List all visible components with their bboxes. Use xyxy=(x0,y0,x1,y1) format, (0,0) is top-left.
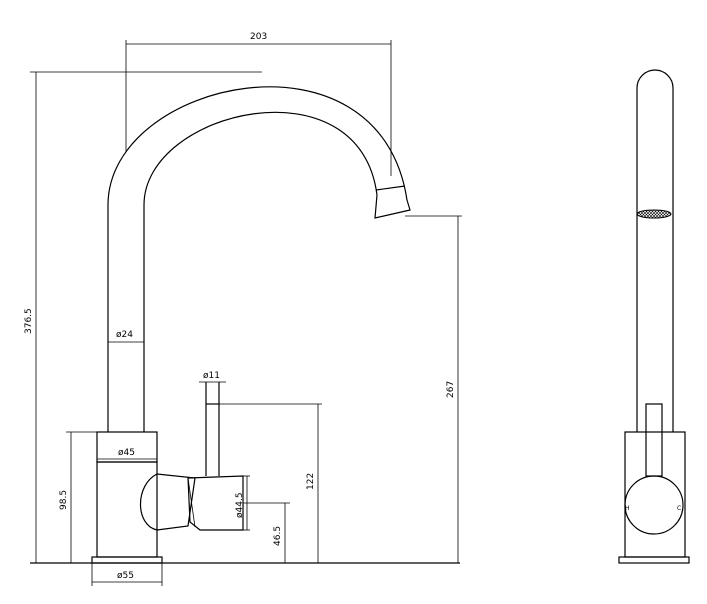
reach-dimension-label: 203 xyxy=(250,32,267,42)
handle-height-label: 46.5 xyxy=(273,526,283,546)
outlet-aerator-line xyxy=(375,185,406,191)
total-height-label: 376.5 xyxy=(24,308,34,334)
body-diameter-label: ø45 xyxy=(118,448,135,458)
aerator-mesh xyxy=(636,209,672,219)
side-spout-outline xyxy=(636,69,674,432)
side-body xyxy=(624,431,686,558)
spout-height-label: 267 xyxy=(446,381,456,398)
lever-diameter-label: ø11 xyxy=(203,371,220,381)
handle-cylinder xyxy=(187,475,244,531)
side-lever xyxy=(645,403,663,477)
spout-inner-outline xyxy=(143,111,378,432)
side-handle-disc xyxy=(624,475,684,535)
spout-outlet xyxy=(374,194,411,219)
handle-dome xyxy=(139,473,196,531)
spout-outer-outline xyxy=(107,86,408,432)
base-diameter-label: ø55 xyxy=(117,571,134,581)
cold-mark: C xyxy=(677,505,681,512)
spout-diameter-label: ø24 xyxy=(116,330,133,340)
base-plate xyxy=(91,556,163,564)
front-view: ø24 ø45 ø11 xyxy=(30,86,460,564)
side-view: H C xyxy=(618,69,690,564)
side-base-plate xyxy=(618,556,690,564)
hot-mark: H xyxy=(625,505,630,512)
body-height-label: 98.5 xyxy=(59,490,69,510)
handle-seam xyxy=(187,477,196,528)
tap-body xyxy=(96,461,158,558)
lever-height-label: 122 xyxy=(306,473,316,490)
handle-diameter-label: ø44.5 xyxy=(235,492,245,518)
dimension-lines: 203 376.5 267 122 ø44.5 46.5 98.5 ø55 xyxy=(24,32,462,586)
